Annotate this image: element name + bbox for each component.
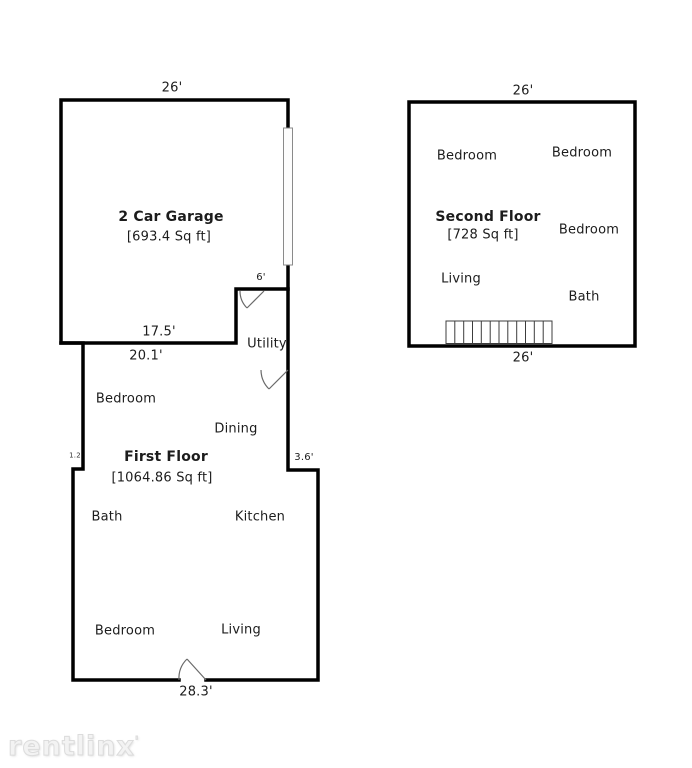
first-floor-outer-walls (59, 98, 320, 682)
room-label-dining: Dining (214, 421, 258, 437)
watermark-mark: ' (134, 734, 140, 749)
room-label-bedroom-left: Bedroom (436, 148, 498, 164)
first-floor-title: First Floor (124, 449, 208, 465)
room-label-bedroom-upper: Bedroom (95, 391, 157, 407)
entry-door (178, 658, 207, 681)
watermark-text: rentlinx (8, 731, 135, 763)
garage-area: [693.4 Sq ft] (126, 229, 212, 245)
dining-door (260, 369, 289, 390)
upper-width-dimension: 20.1' (129, 348, 163, 364)
room-label-living-second: Living (441, 271, 481, 287)
first-floor-area: [1064.86 Sq ft] (111, 470, 213, 486)
left-jog-dimension: 1.2 (69, 451, 81, 460)
garage-bottom-dimension: 17.5' (142, 324, 176, 340)
room-label-bedroom-right: Bedroom (551, 145, 613, 161)
room-label-bedroom-lower: Bedroom (94, 623, 156, 639)
room-label-utility: Utility (247, 336, 287, 352)
room-label-bedroom-mid: Bedroom (558, 222, 620, 238)
first-floor-interior-walls (59, 287, 290, 345)
rentlinx-watermark-logo: rentlinx' (8, 731, 140, 763)
second-floor-top-dimension: 26' (512, 83, 534, 99)
room-label-bath: Bath (91, 509, 123, 525)
second-floor-title: Second Floor (435, 209, 541, 225)
staircase (445, 320, 553, 344)
bottom-dimension: 28.3' (179, 684, 213, 700)
garage-title: 2 Car Garage (118, 209, 224, 225)
utility-door (239, 290, 265, 309)
room-label-living: Living (221, 622, 261, 638)
room-label-bath-second: Bath (568, 289, 600, 305)
garage-entry-dimension: 6' (256, 272, 266, 283)
garage-door (283, 127, 293, 266)
room-label-kitchen: Kitchen (234, 509, 286, 525)
second-floor-outer-walls (407, 100, 637, 348)
right-jog-dimension: 3.6' (294, 452, 314, 463)
second-floor-bottom-dimension: 26' (512, 350, 534, 366)
second-floor-area: [728 Sq ft] (447, 227, 519, 243)
garage-top-dimension: 26' (161, 80, 183, 96)
